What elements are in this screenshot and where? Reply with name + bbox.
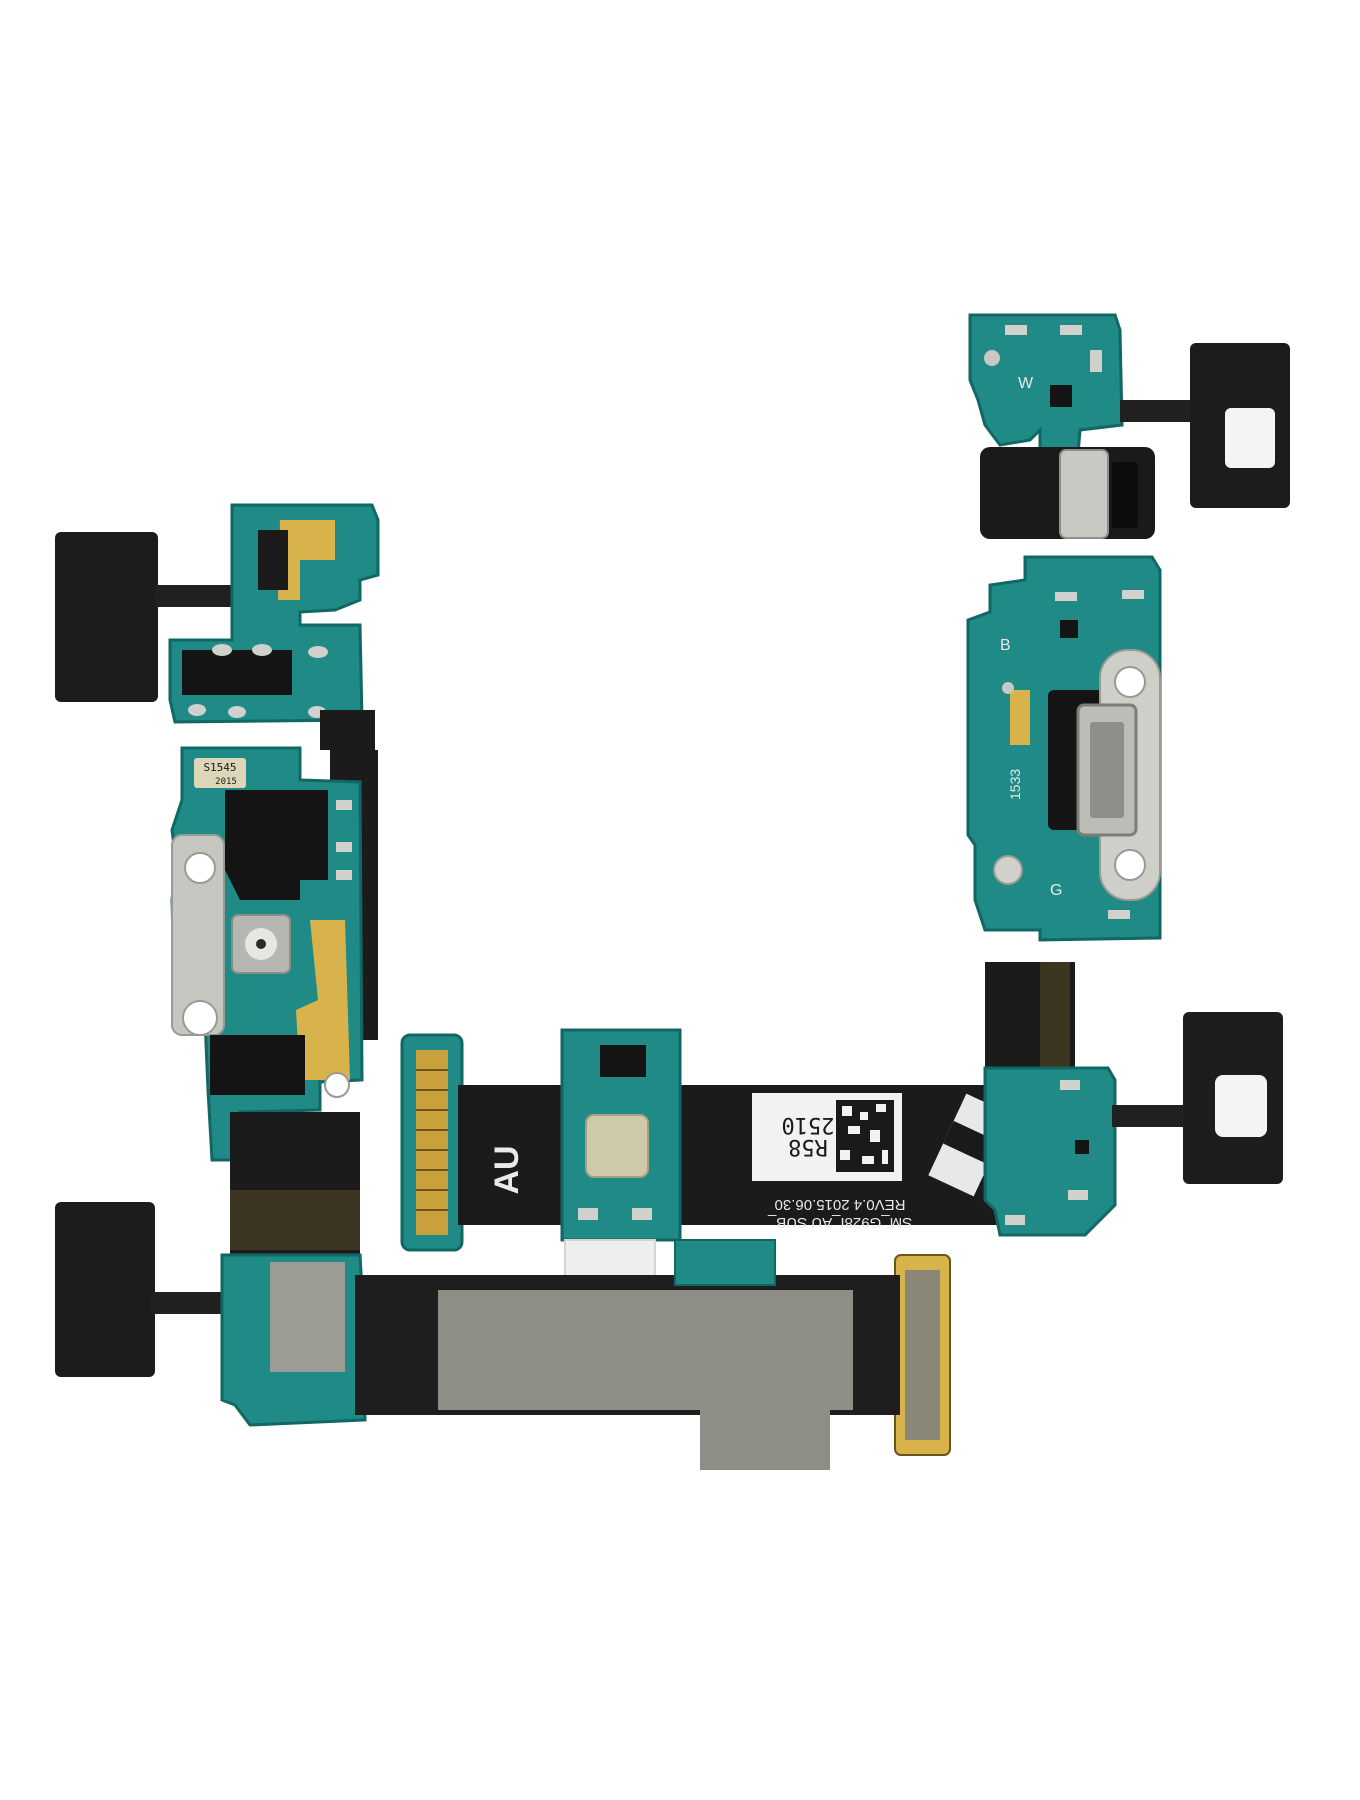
- smd-pad: [1055, 592, 1077, 601]
- bracket-hole: [1114, 666, 1146, 698]
- pad-connector-strip-4: [1112, 1105, 1187, 1127]
- gray-tape-tab: [700, 1390, 830, 1470]
- small-ic: [1075, 1140, 1089, 1154]
- lower-right-board: [983, 1066, 1117, 1237]
- center-flex-assembly: AU R58 2510 REV0.4 2015.06.30 SM_G928I_A…: [400, 1028, 1012, 1299]
- smd-pad: [1122, 590, 1144, 599]
- small-ic: [1050, 385, 1072, 407]
- small-connector: [336, 842, 352, 852]
- board-code: 1533: [1007, 769, 1023, 800]
- antenna-contact: [984, 350, 1000, 366]
- gold-trace-right: [1010, 690, 1030, 745]
- audio-jack-metal: [1059, 449, 1109, 539]
- small-board-tab: [674, 1239, 776, 1286]
- smd-pad: [1090, 350, 1102, 372]
- smd-pad: [212, 644, 232, 656]
- smd-pad: [1108, 910, 1130, 919]
- smd-pad: [188, 704, 206, 716]
- right-flex-assembly: W B 1533 G: [966, 313, 1290, 1237]
- smd-pad: [1060, 1080, 1080, 1090]
- smd-pad: [1005, 325, 1027, 335]
- flex-amber-band: [230, 1190, 360, 1250]
- qr-code-pattern: [840, 1104, 888, 1164]
- audio-jack-slot: [1112, 462, 1138, 528]
- screw-hole: [182, 1000, 218, 1036]
- letter-b: B: [1000, 637, 1011, 654]
- sticker-code-2: 2510: [782, 1112, 835, 1137]
- smd-pair: [632, 1208, 652, 1220]
- flex-amber-band-right: [1040, 962, 1070, 1072]
- black-shield-lower: [210, 1035, 305, 1095]
- mic-chip: [194, 758, 246, 788]
- smd-pair: [578, 1208, 598, 1220]
- sticker-code: R58: [788, 1134, 828, 1159]
- small-connector: [336, 800, 352, 810]
- au-marking: AU: [488, 1145, 526, 1194]
- gray-shield-can: [270, 1262, 345, 1372]
- dark-component-upper: [258, 530, 288, 590]
- left-flex-assembly: S1545 2015: [55, 503, 380, 1427]
- bracket-hole: [1114, 849, 1146, 881]
- sensor-chip: [600, 1045, 646, 1077]
- small-connector: [336, 870, 352, 880]
- chip-marking-2: 2015: [215, 777, 237, 787]
- gold-trace-middle: [296, 920, 350, 1080]
- letter-w: W: [1018, 375, 1034, 392]
- smd-pad: [228, 706, 246, 718]
- smd-contact: [1002, 682, 1014, 694]
- screw-hole: [184, 852, 216, 884]
- black-audio-block: [182, 650, 292, 695]
- letter-g: G: [1050, 882, 1062, 899]
- bottom-flex-assembly: [355, 1239, 951, 1470]
- connector-neck: [870, 1275, 900, 1415]
- chip-marking: S1545: [203, 761, 236, 774]
- smd-pad: [252, 644, 272, 656]
- top-right-board: [968, 313, 1124, 457]
- pad-window-2: [1215, 1075, 1267, 1137]
- home-button-center: [256, 939, 266, 949]
- adhesive-pad-top-left: [55, 532, 158, 702]
- smd-pad: [1060, 325, 1082, 335]
- screw-hole: [324, 1072, 350, 1098]
- rev-marking: REV0.4 2015.06.30: [775, 1196, 906, 1213]
- model-marking: SM_G928I_AU SUB_: [767, 1214, 912, 1231]
- end-connector-core: [905, 1270, 940, 1440]
- metal-can: [585, 1114, 649, 1178]
- gold-trace-upper: [278, 520, 335, 600]
- pad-connector-strip-2: [150, 1292, 230, 1314]
- usb-port-opening: [1090, 722, 1124, 818]
- black-shield-middle: [225, 790, 328, 900]
- small-ic: [1060, 620, 1078, 638]
- pad-connector-strip: [155, 585, 235, 607]
- connector-pin-lines: [416, 1069, 448, 1211]
- b2b-connector-pins: [416, 1050, 448, 1235]
- screw-hole: [993, 855, 1023, 885]
- adhesive-pad-bottom-left: [55, 1202, 155, 1377]
- smd-pad: [1068, 1190, 1088, 1200]
- main-flex-cable: [458, 1085, 998, 1225]
- pad-window: [1225, 408, 1275, 468]
- smd-pad: [308, 646, 328, 658]
- pad-connector-strip-3: [1120, 400, 1195, 422]
- flex-link-upper: [320, 710, 375, 750]
- smd-pad: [1005, 1215, 1025, 1225]
